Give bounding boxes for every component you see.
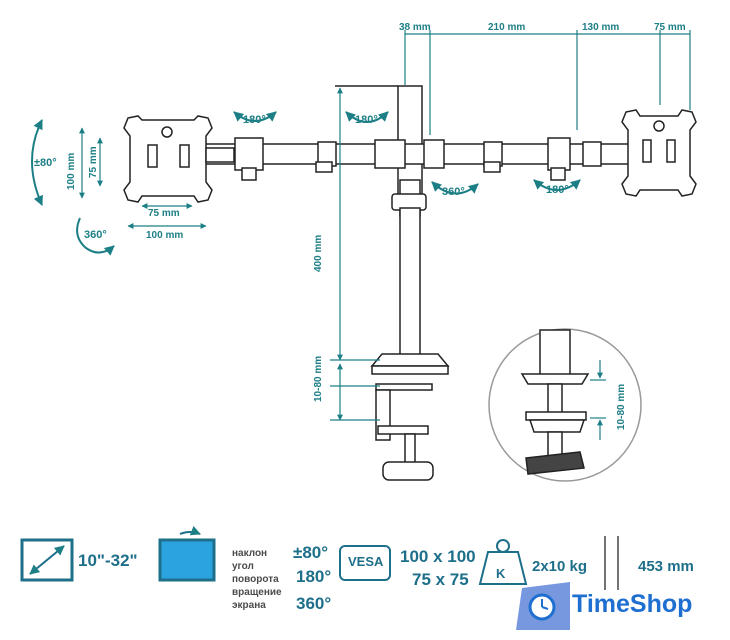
spec-weight: 2x10 kg	[532, 558, 588, 575]
arm	[199, 137, 641, 181]
dim-vesa-w100: 100 mm	[146, 230, 183, 241]
dim-vesa-w75: 75 mm	[148, 208, 180, 219]
angle-bottom-left: 360°	[442, 186, 465, 198]
spec-tilt-value: ±80°	[293, 543, 329, 562]
desk-clamp	[370, 353, 450, 481]
angle-center-top: 180°	[355, 114, 378, 126]
clamp-detail-circle: 10-80 mm	[488, 328, 642, 482]
spec-label-rotation: поворота	[232, 574, 279, 585]
watermark-brand: TimeShop	[572, 590, 693, 618]
rotation-arrows	[31, 111, 581, 256]
vesa-plate-right	[621, 109, 697, 197]
height-icon	[604, 536, 619, 590]
weight-badge: K	[496, 566, 506, 581]
dim-75mm: 75 mm	[654, 22, 686, 33]
monitor-tilt-icon	[158, 526, 216, 582]
angle-bottom-right: 180°	[546, 184, 569, 196]
dim-400mm: 400 mm	[313, 235, 324, 272]
angle-vesa-rotate: 360°	[84, 229, 107, 241]
spec-screen-size: 10"-32"	[78, 551, 138, 570]
weight-icon	[478, 539, 528, 585]
dim-detail-clamp: 10-80 mm	[616, 384, 627, 430]
vesa-plate-left	[123, 115, 235, 203]
dim-210mm: 210 mm	[488, 22, 525, 33]
timeshop-watermark	[516, 582, 570, 630]
dim-vesa-h100: 100 mm	[66, 153, 77, 190]
spec-vesa-large: 100 x 100	[400, 547, 476, 566]
angle-tilt: ±80°	[34, 157, 57, 169]
spec-label-tilt: наклон	[232, 548, 268, 559]
spec-label-rotate: вращение	[232, 587, 282, 598]
spec-label-angle: угол	[232, 561, 254, 572]
top-dimension-lines	[404, 30, 691, 135]
screen-size-icon	[20, 538, 74, 582]
spec-rotate-value: 360°	[296, 594, 332, 613]
spec-height: 453 mm	[638, 558, 694, 575]
dim-clamp: 10-80 mm	[313, 356, 324, 402]
pole-dimension-lines	[330, 87, 380, 421]
pole	[335, 85, 427, 367]
angle-left-top: 180°	[243, 114, 266, 126]
dim-130mm: 130 mm	[582, 22, 619, 33]
spec-turn-value: 180°	[296, 567, 332, 586]
spec-vesa-small: 75 x 75	[412, 570, 469, 589]
spec-label-screen: экрана	[232, 600, 266, 611]
vesa-left-dims	[79, 127, 207, 229]
dim-38mm: 38 mm	[399, 22, 431, 33]
vesa-badge: VESA	[348, 554, 384, 569]
vesa-icon	[339, 545, 391, 581]
dim-vesa-h75: 75 mm	[88, 146, 99, 178]
